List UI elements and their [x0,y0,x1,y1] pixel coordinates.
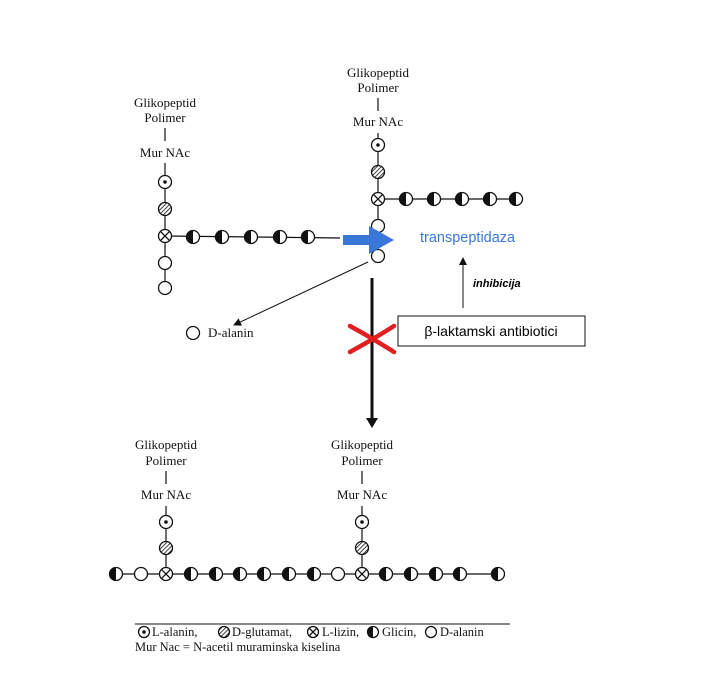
glycine-symbol [243,229,259,245]
structure-top-left: Glikopeptid Polimer Mur NAc [134,95,341,296]
antibiotic-box: β-laktamski antibiotici [397,315,586,347]
enzyme-label: transpeptidaza [420,230,516,246]
glycine-symbol [281,566,297,582]
d-alanine-symbol [157,280,173,296]
glycine-symbol [482,191,498,207]
d-glutamate-symbol [354,540,370,556]
glycopeptide-label: Glikopeptid [347,65,410,80]
glycopeptide-label: Glikopeptid [134,95,197,110]
glycine-symbol [232,566,248,582]
d-alanine-symbol [330,566,346,582]
legend-glicin: Glicin, [382,625,416,639]
l-lysine-symbol [158,566,174,582]
polymer-label: Polimer [357,80,399,95]
glycine-symbol [508,191,524,207]
glycine-symbol [272,229,288,245]
glycine-symbol [490,566,506,582]
glycine-symbol [183,566,199,582]
l-alanine-symbol [354,514,370,530]
glycine-symbol [108,566,124,582]
glycine-symbol [256,566,272,582]
glycine-symbol [428,566,444,582]
d-alanine-symbol [185,325,201,341]
polymer-label: Polimer [144,110,186,125]
l-alanine-symbol [137,625,151,639]
l-alanine-symbol [158,514,174,530]
glycopeptide-label: Glikopeptid [135,437,198,452]
glycine-symbol [454,191,470,207]
glycine-symbol [300,229,316,245]
glycine-symbol [378,566,394,582]
legend-footnote: Mur Nac = N-acetil muraminska kiselina [135,640,341,654]
d-glutamate-symbol [158,540,174,556]
legend: L-alanin, D-glutamat, L-lizin, Glicin, D… [135,623,510,654]
block-mark [347,323,397,355]
structure-bottom-left: Glikopeptid Polimer Mur NAc [135,437,198,574]
released-d-alanine-label: D-alanin [208,325,254,340]
glycopeptide-label: Glikopeptid [331,437,394,452]
d-alanine-symbol [370,248,386,264]
d-alanine-symbol [157,255,173,271]
d-glutamate-symbol [157,201,173,217]
glycine-symbol [208,566,224,582]
legend-d-glutamat: D-glutamat, [232,625,292,639]
legend-d-alanin: D-alanin [440,625,484,639]
glycine-symbol [398,191,414,207]
glycine-symbol [403,566,419,582]
d-glutamate-symbol [370,164,386,180]
release-arrow [233,261,369,326]
legend-l-alanin: L-alanin, [152,625,197,639]
glycine-symbol [452,566,468,582]
l-lysine-symbol [157,228,173,244]
transpeptidase-arrow [343,226,394,254]
legend-l-lizin: L-lizin, [322,625,359,639]
structure-bottom-right: Glikopeptid Polimer Mur NAc [331,437,394,574]
polymer-label: Polimer [145,453,187,468]
murnac-label: Mur NAc [337,487,387,502]
inhibition-label: inhibicija [473,278,521,290]
l-lysine-symbol [370,191,386,207]
murnac-label: Mur NAc [140,145,190,160]
glycine-symbol [426,191,442,207]
antibiotic-label: β-laktamski antibiotici [424,323,557,339]
glycine-symbol [306,566,322,582]
d-alanine-symbol [133,566,149,582]
glycine-symbol [366,625,380,639]
d-alanine-symbol [424,625,438,639]
l-lysine-symbol [306,625,320,639]
murnac-label: Mur NAc [141,487,191,502]
l-alanine-symbol [157,174,173,190]
d-glutamate-symbol [217,625,231,639]
structure-top-right: Glikopeptid Polimer Mur NAc [347,65,524,264]
glycine-symbol [185,229,201,245]
murnac-label: Mur NAc [353,114,403,129]
glycine-symbol [214,229,230,245]
polymer-label: Polimer [341,453,383,468]
l-lysine-symbol [354,566,370,582]
l-alanine-symbol [370,137,386,153]
